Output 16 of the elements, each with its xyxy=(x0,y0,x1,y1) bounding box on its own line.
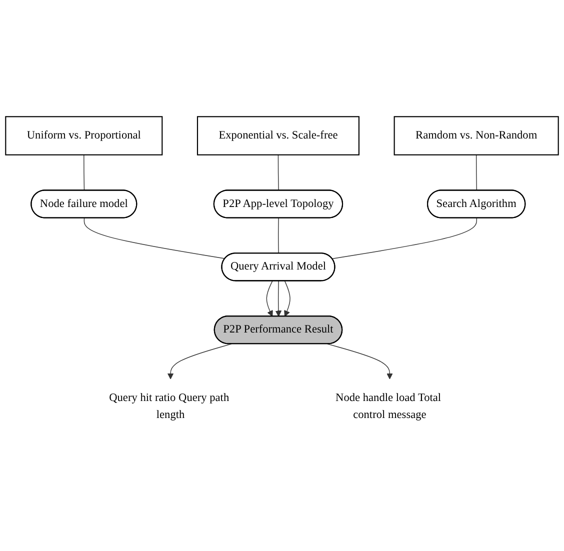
connector xyxy=(84,218,226,260)
arrow xyxy=(327,344,393,380)
arrow xyxy=(284,280,290,317)
node-box: Uniform vs. Proportional xyxy=(5,116,163,156)
connector xyxy=(332,218,478,260)
arrow xyxy=(275,280,282,317)
connector xyxy=(476,154,478,191)
node-box: Ramdom vs. Non-Random xyxy=(394,116,559,156)
connector xyxy=(278,154,279,191)
arrow xyxy=(266,280,273,317)
connector xyxy=(84,154,85,191)
node-text: Node handle load Total control message xyxy=(336,392,442,421)
node-text: Query hit ratio Query path length xyxy=(109,392,230,421)
node-box: Exponential vs. Scale-free xyxy=(196,116,360,156)
connector xyxy=(278,218,279,254)
arrow xyxy=(167,344,232,380)
